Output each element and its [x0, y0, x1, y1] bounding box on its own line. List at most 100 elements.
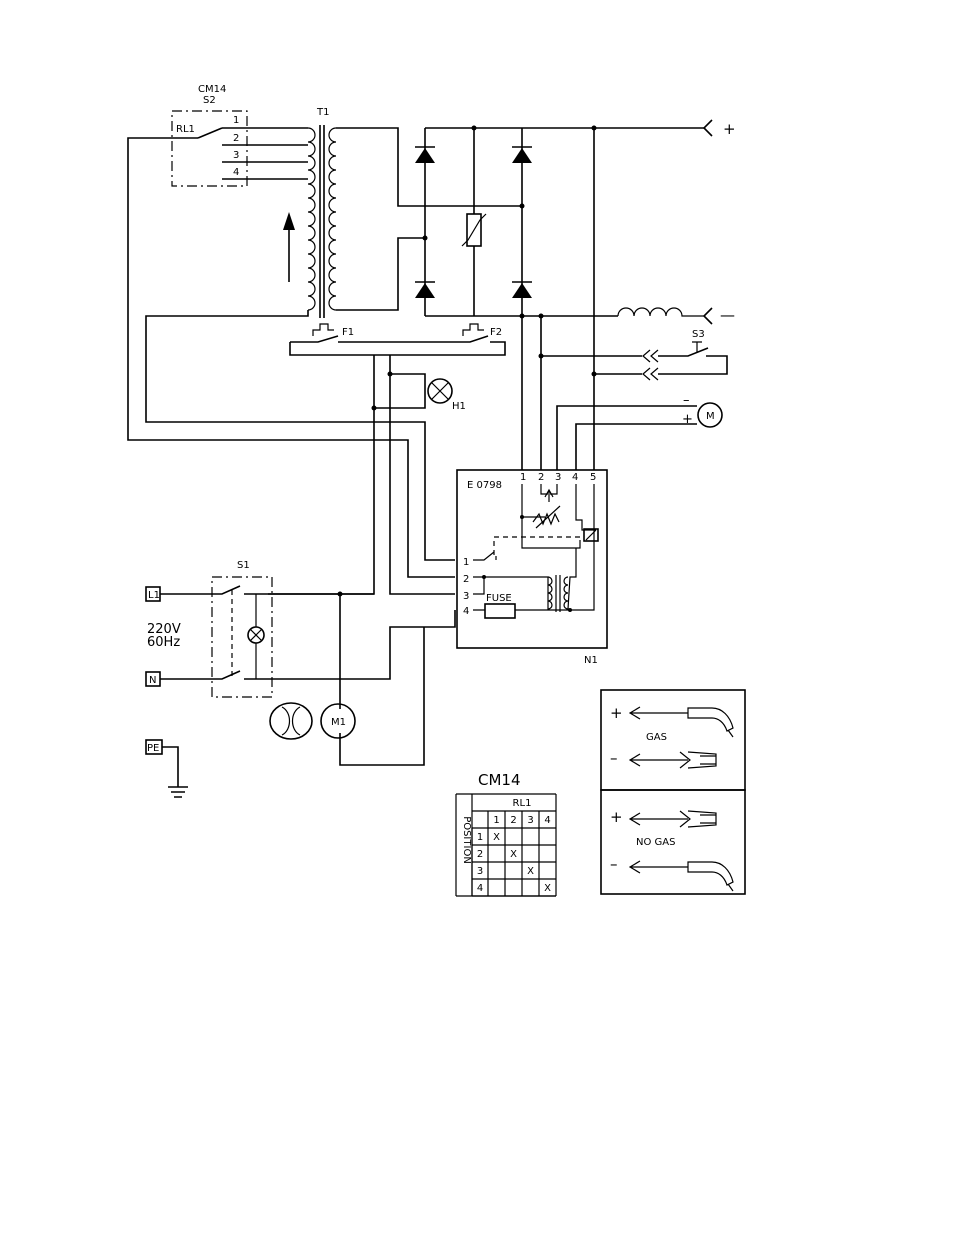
table-col-group: RL1 [513, 798, 532, 809]
junction-dot [472, 126, 477, 131]
table-cell: X [510, 849, 517, 860]
m1-label: M1 [331, 717, 346, 728]
gas-minus-label: – [610, 749, 618, 767]
t1-secondary-coil [329, 128, 336, 310]
tap-1-label: 1 [233, 115, 239, 126]
cm14-label: CM14 [198, 84, 226, 95]
diode-icon [415, 282, 435, 298]
s3-label: S3 [692, 329, 705, 340]
mains-wires [160, 586, 455, 679]
f2-symbol-icon [463, 324, 484, 336]
arrow-icon [630, 754, 688, 766]
s2-label: S2 [203, 95, 216, 106]
pcb-internal-wires [473, 484, 596, 610]
table-row-header: 4 [477, 883, 483, 894]
n1-label: N1 [584, 655, 598, 666]
table-row-group: POSITION [461, 816, 472, 864]
table-col-header: 2 [510, 815, 516, 826]
gas-label: GAS [646, 732, 667, 743]
t1-primary-coil [308, 128, 315, 310]
pcb-terminal-4: 4 [572, 472, 578, 483]
pcb-label: E 0798 [467, 480, 502, 491]
motor-m-label: M [706, 411, 715, 422]
pcb-input-2: 2 [463, 574, 469, 585]
table-row-header: 2 [477, 849, 483, 860]
plus-output-label: + [723, 120, 736, 138]
arrow-head-icon [283, 212, 295, 230]
table-cell: X [544, 883, 551, 894]
fan-icon [270, 703, 312, 739]
ground-icon [162, 747, 188, 797]
table-col-header: 1 [493, 815, 499, 826]
minus-output-label: — [720, 306, 735, 324]
pcb-terminal-1: 1 [520, 472, 526, 483]
f2-label: F2 [490, 327, 502, 338]
rl1-common-wire [128, 138, 455, 577]
tap-2-label: 2 [233, 133, 239, 144]
pcb-input-1: 1 [463, 557, 469, 568]
fan-blades [282, 707, 300, 735]
frequency-label: 60Hz [147, 635, 180, 650]
nogas-minus-label: – [610, 855, 618, 873]
relay-link [494, 537, 584, 555]
table-cell: X [527, 866, 534, 877]
pcb-terminal-2: 2 [538, 472, 544, 483]
arrow-icon [630, 707, 688, 719]
s3-switch [658, 348, 727, 374]
pcb-input-4: 4 [463, 606, 469, 617]
junction-dot [423, 236, 428, 241]
gas-plus-label: + [610, 704, 623, 722]
tap-3-label: 3 [233, 150, 239, 161]
torch-icon [688, 708, 733, 737]
junction-dot [539, 354, 544, 359]
t1-label: T1 [316, 107, 329, 118]
pcb-terminal-5: 5 [590, 472, 596, 483]
table-row-header: 3 [477, 866, 483, 877]
minus-socket-icon [704, 308, 712, 324]
arrow-icon [630, 813, 688, 825]
diode-icon [512, 282, 532, 298]
nogas-label: NO GAS [636, 837, 675, 848]
table-col-header: 3 [527, 815, 533, 826]
gas-polarity-box [601, 690, 745, 790]
h1-label: H1 [452, 401, 466, 412]
rl1-contact [198, 128, 222, 138]
s3-socket-icon [643, 350, 658, 380]
tap-4-label: 4 [233, 167, 239, 178]
fuse-label: FUSE [486, 593, 512, 604]
diode-icon [512, 147, 532, 163]
rl1-label: RL1 [176, 124, 195, 135]
arrow-icon [630, 861, 688, 873]
s1-label: S1 [237, 560, 250, 571]
n-label: N [149, 675, 156, 686]
pcb-pot-icon [545, 490, 553, 502]
l1-label: L1 [148, 590, 160, 601]
h1-wires [374, 374, 425, 408]
junction-dot [482, 575, 486, 579]
plus-socket-icon [704, 120, 712, 136]
table-cell: X [493, 832, 500, 843]
pcb-input-3: 3 [463, 591, 469, 602]
pcb-n1-box [457, 470, 607, 648]
junction-dot [592, 372, 597, 377]
pcb-terminal-3: 3 [555, 472, 561, 483]
pcb-trimmer-icon [533, 506, 560, 528]
diode-icon [415, 147, 435, 163]
output-choke [618, 308, 705, 316]
t1-core [320, 125, 324, 318]
f1-symbol-icon [313, 324, 334, 336]
f1-label: F1 [342, 327, 354, 338]
table-row-header: 1 [477, 832, 483, 843]
motor-plus-label: + [682, 412, 693, 427]
junction-dot [388, 372, 393, 377]
pe-label: PE [147, 743, 159, 754]
f-loop-wire-a [268, 355, 374, 594]
thermal-switch-wire [290, 336, 505, 355]
junction-dot [372, 406, 377, 411]
table-col-header: 4 [544, 815, 550, 826]
junction-dot [520, 204, 525, 209]
junction-dot [520, 515, 524, 519]
nogas-plus-label: + [610, 808, 623, 826]
